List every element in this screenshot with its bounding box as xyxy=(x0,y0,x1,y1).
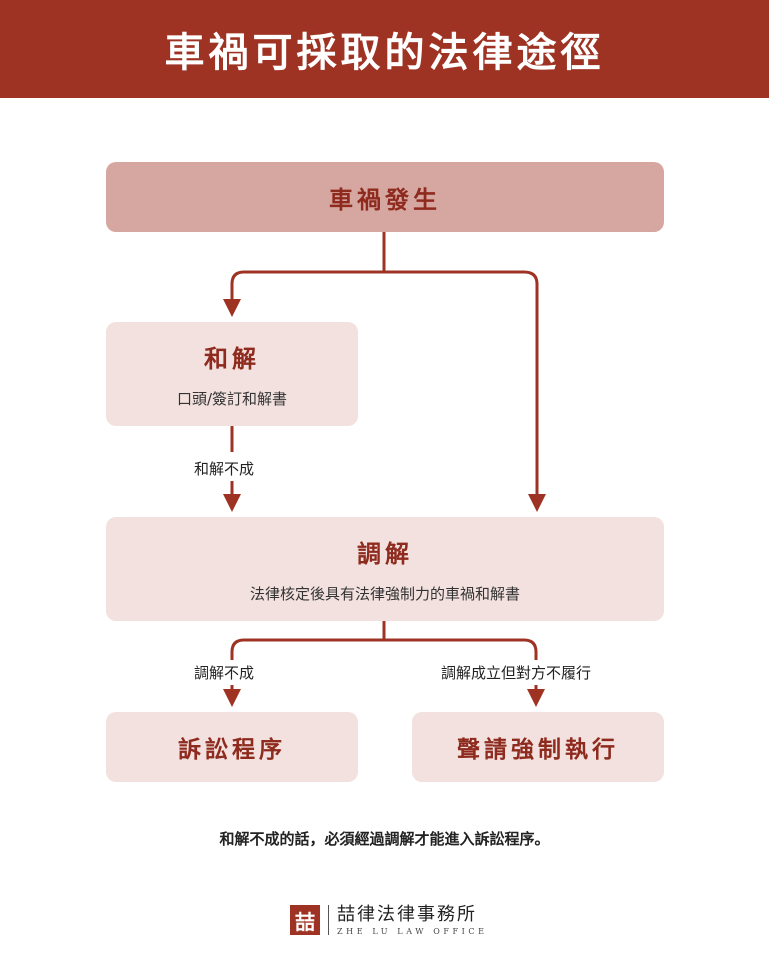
mediation-breach-label: 調解成立但對方不履行 xyxy=(437,660,596,685)
mediation-subtitle: 法律核定後具有法律強制力的車禍和解書 xyxy=(249,585,520,603)
logo-divider xyxy=(328,905,329,935)
settlement-subtitle: 口頭/簽訂和解書 xyxy=(176,390,288,408)
connector-mediation-to-litigation xyxy=(230,638,384,660)
accident-node: 車禍發生 xyxy=(106,162,664,232)
connector-accident-to-mediation xyxy=(384,270,546,512)
mediation-title: 調解 xyxy=(357,539,413,568)
connector-mediation-to-enforcement xyxy=(384,638,538,660)
mediation-failed-label: 調解不成 xyxy=(190,660,259,685)
logo-mark-icon: 喆 xyxy=(290,905,320,935)
page-title: 車禍可採取的法律途徑 xyxy=(164,29,605,76)
footnote: 和解不成的話，必須經過調解才能進入訴訟程序。 xyxy=(219,830,550,848)
logo-name: 喆律法律事務所 xyxy=(337,903,477,925)
litigation-title: 訴訟程序 xyxy=(178,736,286,763)
law-office-logo: 喆 喆律法律事務所 ZHE LU LAW OFFICE xyxy=(290,902,488,938)
connector-accident-to-settlement xyxy=(223,270,384,317)
enforcement-node: 聲請強制執行 xyxy=(412,712,664,782)
settlement-node: 和解 口頭/簽訂和解書 xyxy=(106,322,358,426)
settlement-failed-label: 和解不成 xyxy=(190,456,259,481)
litigation-node: 訴訟程序 xyxy=(106,712,358,782)
settlement-title: 和解 xyxy=(204,344,260,373)
logo-text: 喆律法律事務所 ZHE LU LAW OFFICE xyxy=(337,903,488,936)
header-banner: 車禍可採取的法律途徑 xyxy=(0,0,769,98)
accident-title: 車禍發生 xyxy=(329,184,441,214)
mediation-node: 調解 法律核定後具有法律強制力的車禍和解書 xyxy=(106,517,664,621)
logo-name-en: ZHE LU LAW OFFICE xyxy=(337,926,488,936)
enforcement-title: 聲請強制執行 xyxy=(457,736,619,763)
